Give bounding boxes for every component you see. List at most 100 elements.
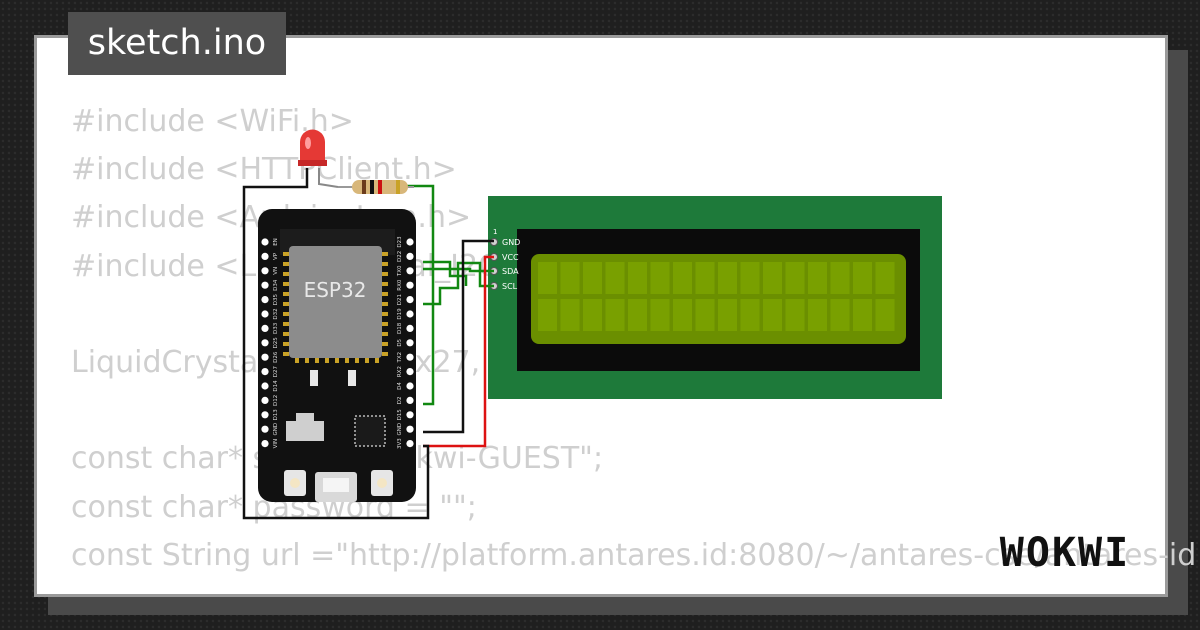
esp32-pin[interactable] [261, 281, 269, 289]
esp32-pin[interactable] [406, 310, 414, 318]
wire-led-anode[interactable] [405, 184, 435, 406]
code-line: #include <HTTPClient.h> [71, 152, 457, 188]
module-contact [382, 282, 388, 286]
esp32-pin[interactable] [406, 396, 414, 404]
esp32-pin-label: D13 [273, 409, 279, 421]
module-contact [382, 262, 388, 266]
esp32-pin[interactable] [261, 440, 269, 448]
lcd-pin-number: 1 [493, 228, 497, 236]
lcd-char-cell [785, 262, 805, 294]
lcd-char-cell [538, 262, 557, 294]
esp32-pin[interactable] [261, 411, 269, 419]
lcd-char-cell [718, 299, 737, 331]
lcd-char-cell [853, 262, 872, 294]
voltage-regulator [286, 421, 324, 441]
lcd-char-cell [808, 262, 827, 294]
esp32-pin[interactable] [406, 252, 414, 260]
resistor-band [370, 180, 374, 194]
esp32-pin-label: D23 [397, 236, 403, 248]
esp32-board[interactable]: ESP32 ENVPVND34D35D32D33D25D26D27D14D12D… [258, 209, 416, 502]
lcd-char-cell [650, 262, 670, 294]
lcd-pin-label: SCL [502, 282, 518, 291]
esp32-pin[interactable] [406, 368, 414, 376]
wire-sda[interactable] [423, 267, 494, 273]
esp32-pin[interactable] [406, 382, 414, 390]
lcd-module[interactable]: 1 GND VCC SDA SCL [488, 196, 942, 399]
esp32-pin[interactable] [406, 238, 414, 246]
esp32-pin[interactable] [261, 353, 269, 361]
lcd-char-cell [740, 299, 760, 331]
lcd-pin-label: VCC [502, 253, 519, 262]
wire-scl-branch[interactable] [423, 260, 468, 286]
esp32-pin[interactable] [261, 238, 269, 246]
lcd-char-cell [695, 262, 715, 294]
module-contact [382, 302, 388, 306]
esp32-pin[interactable] [261, 267, 269, 275]
led-rim [298, 160, 327, 166]
lcd-char-cell [605, 299, 625, 331]
brand-name: WOKWI [1000, 530, 1130, 576]
esp32-pin[interactable] [261, 382, 269, 390]
esp32-module-contacts [283, 252, 388, 363]
esp32-pin[interactable] [406, 339, 414, 347]
esp32-pin[interactable] [261, 324, 269, 332]
esp32-pin[interactable] [406, 440, 414, 448]
module-contact [382, 342, 388, 346]
file-tab[interactable]: sketch.ino [68, 12, 286, 75]
module-contact [325, 357, 329, 363]
lcd-char-cell [785, 299, 805, 331]
lcd-char-cell [650, 299, 670, 331]
esp32-pin[interactable] [406, 324, 414, 332]
esp32-pin-label: D32 [273, 308, 279, 319]
wire-vcc[interactable] [423, 255, 494, 448]
esp32-pin-label: VN [273, 267, 279, 275]
esp32-pin-label: D27 [273, 365, 279, 377]
led-icon[interactable] [298, 129, 327, 167]
wire-gnd[interactable] [423, 239, 494, 434]
esp32-pin[interactable] [406, 281, 414, 289]
wokwi-logo-icon: WOKWI [1000, 530, 1130, 576]
esp32-pin-label: TX2 [397, 352, 403, 364]
esp32-pin[interactable] [406, 267, 414, 275]
led-body [300, 129, 325, 163]
lcd-char-cell [560, 299, 580, 331]
esp32-pin[interactable] [406, 411, 414, 419]
esp32-pin[interactable] [261, 368, 269, 376]
lcd-char-cell [673, 262, 692, 294]
resistor-icon[interactable] [338, 180, 414, 194]
esp32-pin[interactable] [261, 252, 269, 260]
esp32-pin-label: D22 [397, 251, 403, 262]
led-highlight [305, 137, 311, 149]
module-contact [382, 292, 388, 296]
lcd-char-cell [853, 299, 872, 331]
esp32-pin-label: D5 [397, 338, 403, 346]
esp32-pin[interactable] [261, 339, 269, 347]
lcd-char-cell [763, 299, 782, 331]
esp32-pin[interactable] [261, 425, 269, 433]
usb-chip [354, 415, 386, 447]
wire-led-cathode[interactable] [242, 168, 430, 520]
module-contact [283, 262, 289, 266]
esp32-pin[interactable] [406, 425, 414, 433]
esp32-pin[interactable] [406, 353, 414, 361]
esp32-pin-label: GND [397, 423, 403, 436]
esp32-pin[interactable] [261, 310, 269, 318]
resistor-band [362, 180, 366, 194]
esp32-label: ESP32 [304, 278, 367, 302]
module-contact [382, 352, 388, 356]
esp32-pin-label: D14 [273, 380, 279, 392]
esp32-pin[interactable] [406, 296, 414, 304]
esp32-pin[interactable] [261, 396, 269, 404]
module-contact [382, 272, 388, 276]
code-line: const String url ="http://platform.antar… [71, 537, 1197, 573]
esp32-pin-label: D21 [397, 294, 403, 305]
esp32-pin-label: D15 [397, 409, 403, 421]
en-button-cap [290, 478, 300, 488]
lcd-char-cell [830, 262, 850, 294]
esp32-pin-label: D18 [397, 322, 403, 334]
module-contact [283, 282, 289, 286]
esp32-pin[interactable] [261, 296, 269, 304]
module-contact [283, 302, 289, 306]
lcd-pin-label: GND [502, 238, 520, 247]
lcd-char-cell [763, 262, 782, 294]
